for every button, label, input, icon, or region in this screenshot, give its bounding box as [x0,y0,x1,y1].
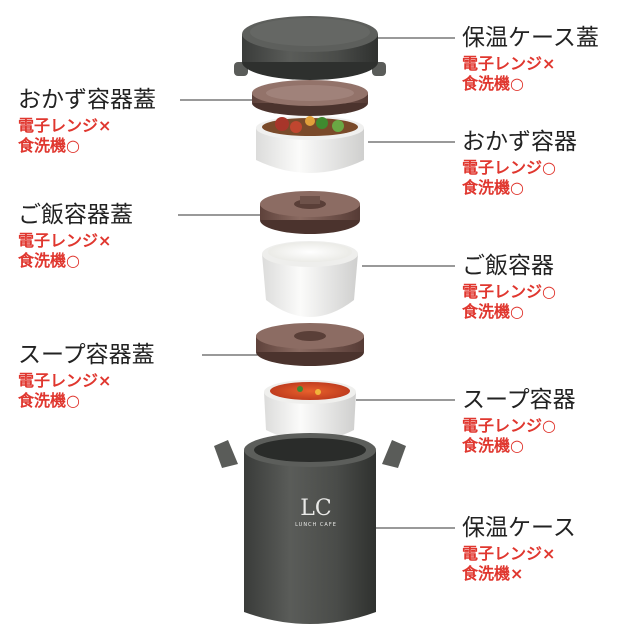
dishwasher-spec: 食洗機○ [18,391,80,410]
part-name: おかず容器蓋 [18,87,156,113]
dishwasher-spec: 食洗機× [462,564,524,583]
leader-lines [178,37,455,529]
microwave-spec: 電子レンジ× [462,544,556,563]
label-side-dish-lid: おかず容器蓋 電子レンジ× 食洗機○ [18,89,156,154]
side-dish-lid [252,80,368,116]
part-name: 保温ケース蓋 [462,25,599,51]
microwave-spec: 電子レンジ× [462,54,556,73]
microwave-spec: 電子レンジ× [18,371,112,390]
microwave-spec: 電子レンジ○ [462,282,556,301]
insulated-case [214,433,406,624]
part-name: ご飯容器 [462,253,554,279]
dishwasher-spec: 食洗機○ [462,74,524,93]
dishwasher-spec: 食洗機○ [462,302,524,321]
label-rice-lid: ご飯容器蓋 電子レンジ× 食洗機○ [18,204,133,269]
logo-mark: LC [300,496,332,521]
microwave-spec: 電子レンジ○ [462,158,556,177]
insulated-case-lid [234,16,386,80]
dishwasher-spec: 食洗機○ [18,251,80,270]
label-insulated-case-lid: 保温ケース蓋 電子レンジ× 食洗機○ [462,27,599,92]
rice-container [262,241,358,317]
microwave-spec: 電子レンジ× [18,231,112,250]
part-name: 保温ケース [462,515,576,541]
rice-lid [260,191,360,234]
brand-logo: LC LUNCH CAFE [288,496,344,529]
dishwasher-spec: 食洗機○ [462,436,524,455]
label-rice-container: ご飯容器 電子レンジ○ 食洗機○ [462,255,556,320]
label-side-dish-container: おかず容器 電子レンジ○ 食洗機○ [462,131,577,196]
part-name: スープ容器蓋 [18,342,155,368]
label-soup-container: スープ容器 電子レンジ○ 食洗機○ [462,389,576,454]
label-insulated-case: 保温ケース 電子レンジ× 食洗機× [462,517,576,582]
part-name: スープ容器 [462,387,576,413]
soup-container [264,380,356,441]
microwave-spec: 電子レンジ× [18,116,112,135]
dishwasher-spec: 食洗機○ [462,178,524,197]
microwave-spec: 電子レンジ○ [462,416,556,435]
logo-brand: LUNCH CAFE [295,522,337,528]
side-dish-container [256,116,364,173]
part-name: おかず容器 [462,129,577,155]
part-name: ご飯容器蓋 [18,202,133,228]
soup-lid [256,323,364,366]
label-soup-lid: スープ容器蓋 電子レンジ× 食洗機○ [18,344,155,409]
dishwasher-spec: 食洗機○ [18,136,80,155]
